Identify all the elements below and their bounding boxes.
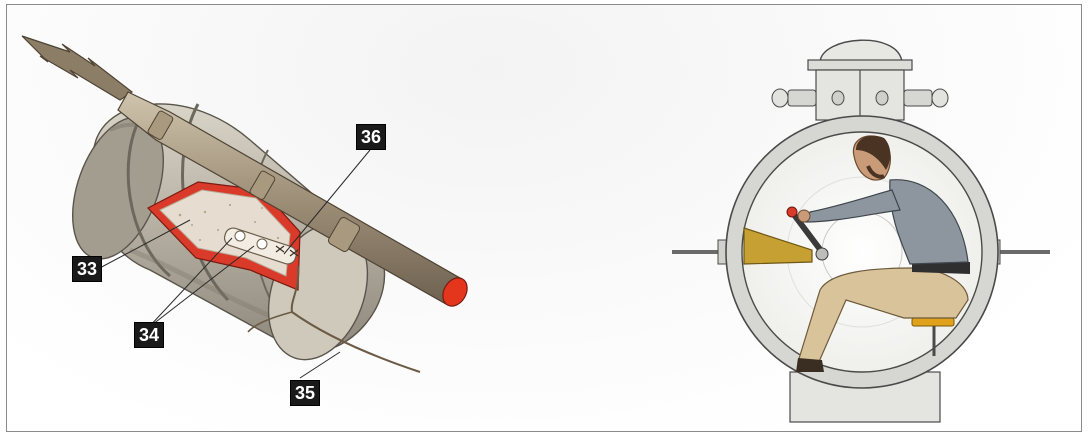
leader-33 bbox=[95, 219, 191, 271]
crank-mechanism bbox=[743, 206, 829, 265]
primer-tube bbox=[223, 227, 299, 265]
callout-34: 34 bbox=[134, 322, 164, 348]
cutaway-window bbox=[147, 181, 301, 291]
callout-35: 35 bbox=[290, 380, 320, 406]
leader-34a bbox=[147, 237, 233, 329]
conning-tower bbox=[771, 39, 949, 121]
callout-33: 33 bbox=[72, 256, 102, 282]
crewman-figure bbox=[796, 135, 970, 372]
crew-seat bbox=[911, 317, 955, 327]
callout-36: 36 bbox=[356, 124, 386, 150]
spar-broken-end bbox=[21, 35, 134, 101]
submarine-crew-cross-section-icon bbox=[672, 39, 1050, 423]
leader-35 bbox=[299, 351, 341, 379]
spar-pole bbox=[117, 91, 468, 307]
trigger-lanyard bbox=[290, 265, 421, 373]
leader-36 bbox=[283, 149, 371, 255]
spar-torpedo-cutaway-icon bbox=[21, 35, 468, 379]
leader-34b bbox=[147, 245, 255, 329]
